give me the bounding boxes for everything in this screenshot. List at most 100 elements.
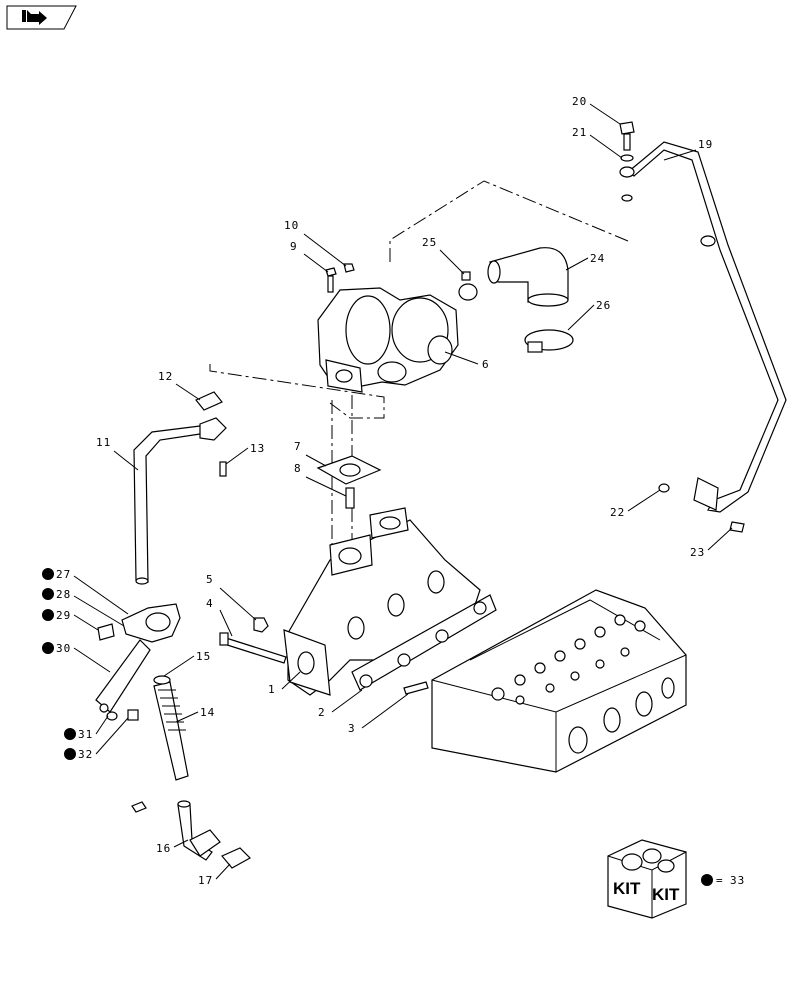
- callout-labels: 1234567891011121314151617192021222324252…: [42, 95, 712, 887]
- assembly-guide-lines: [209, 180, 629, 545]
- exhaust-manifold: [283, 507, 481, 696]
- callout-leader-28: [73, 595, 125, 627]
- bolt-4: [219, 632, 287, 664]
- callout-leader-20: [589, 103, 621, 125]
- callout-leader-8: [305, 476, 347, 497]
- callout-number-15: 15: [196, 650, 211, 663]
- callout-number-24: 24: [590, 252, 605, 265]
- bolt-23: [729, 521, 745, 533]
- callout-number-9: 9: [290, 240, 298, 253]
- callout-number-21: 21: [572, 126, 587, 139]
- bracket-assembly: [95, 603, 181, 721]
- callout-leader-9: [303, 253, 329, 273]
- kit-bullet-icon: [42, 568, 54, 580]
- callout-leader-10: [303, 233, 347, 267]
- kit-bullet-icon: [42, 588, 54, 600]
- callout-leader-30: [73, 647, 111, 673]
- bolt-13: [219, 461, 227, 477]
- kit-bullet-icon: [701, 874, 713, 886]
- bolt-9: [325, 267, 337, 293]
- callout-leaders: [73, 103, 733, 880]
- hose-clamp-26: [524, 329, 574, 353]
- nut-10: [343, 263, 355, 273]
- banjo-bolt-20: [619, 121, 635, 151]
- turbocharger: [317, 287, 459, 393]
- callout-leader-5: [219, 587, 257, 621]
- gasket-12: [195, 391, 223, 411]
- callout-leader-14: [175, 711, 199, 723]
- hose-14: [153, 681, 189, 781]
- callout-leader-21: [589, 134, 623, 159]
- kit-legend-equals: =: [716, 874, 724, 887]
- arrow-return-icon: [22, 10, 47, 25]
- kit-bullet-icon: [64, 748, 76, 760]
- callout-leader-4: [219, 609, 233, 637]
- callout-number-16: 16: [156, 842, 171, 855]
- callout-leader-3: [361, 693, 409, 729]
- kit-bullet-icon: [64, 728, 76, 740]
- callout-number-30: 30: [56, 642, 71, 655]
- callout-leader-29: [73, 614, 99, 631]
- callout-leader-16: [173, 839, 189, 848]
- callout-number-25: 25: [422, 236, 437, 249]
- hose-clamp-15: [153, 675, 171, 685]
- callout-leader-12: [175, 383, 201, 401]
- callout-leader-23: [707, 527, 733, 551]
- callout-leader-31: [95, 715, 109, 735]
- callout-leader-24: [565, 257, 589, 271]
- callout-number-7: 7: [294, 440, 302, 453]
- kit-box-text-right: KIT: [652, 885, 680, 904]
- intake-elbow-hose: [487, 247, 569, 307]
- oil-return-pipe: [133, 417, 227, 585]
- callout-number-14: 14: [200, 706, 215, 719]
- callout-leader-27: [73, 575, 129, 615]
- stud: [403, 681, 429, 695]
- callout-number-12: 12: [158, 370, 173, 383]
- callout-leader-25: [439, 249, 465, 275]
- stud-8: [345, 487, 355, 509]
- callout-number-31: 31: [78, 728, 93, 741]
- turbo-gasket: [316, 455, 382, 485]
- callout-leader-6: [444, 351, 479, 365]
- washer-22: [658, 483, 670, 493]
- callout-number-1: 1: [268, 683, 276, 696]
- pipe-16: [177, 800, 221, 861]
- back-button[interactable]: [6, 5, 77, 30]
- callout-number-17: 17: [198, 874, 213, 887]
- kit-legend-number: 33: [730, 874, 745, 887]
- callout-leader-15: [163, 655, 195, 677]
- gasket-17: [221, 847, 251, 869]
- callout-number-27: 27: [56, 568, 71, 581]
- callout-number-5: 5: [206, 573, 214, 586]
- callout-number-10: 10: [284, 219, 299, 232]
- bolt-16: [131, 801, 147, 813]
- callout-number-4: 4: [206, 597, 214, 610]
- callout-number-28: 28: [56, 588, 71, 601]
- callout-number-29: 29: [56, 609, 71, 622]
- callout-number-23: 23: [690, 546, 705, 559]
- nut-5: [253, 617, 269, 633]
- callout-number-11: 11: [96, 436, 111, 449]
- callout-number-3: 3: [348, 722, 356, 735]
- callout-leader-2: [331, 689, 363, 713]
- callout-leader-7: [305, 454, 327, 467]
- callout-leader-13: [225, 447, 249, 465]
- washer-21: [619, 154, 635, 202]
- callout-leader-1: [281, 671, 301, 690]
- manifold-gasket: [351, 594, 497, 691]
- callout-leader-19: [663, 149, 697, 161]
- callout-number-32: 32: [78, 748, 93, 761]
- callout-number-13: 13: [250, 442, 265, 455]
- kit-legend: KIT KIT = 33: [613, 874, 745, 904]
- callout-number-8: 8: [294, 462, 302, 475]
- cylinder-head: [431, 589, 687, 773]
- callout-number-22: 22: [610, 506, 625, 519]
- hose-clamp-25: [458, 271, 478, 301]
- kit-box-text-left: KIT: [613, 879, 641, 898]
- callout-number-2: 2: [318, 706, 326, 719]
- callout-number-26: 26: [596, 299, 611, 312]
- kit-box: [607, 839, 687, 919]
- callout-leader-11: [113, 450, 139, 471]
- callout-leader-17: [215, 863, 231, 880]
- callout-number-6: 6: [482, 358, 490, 371]
